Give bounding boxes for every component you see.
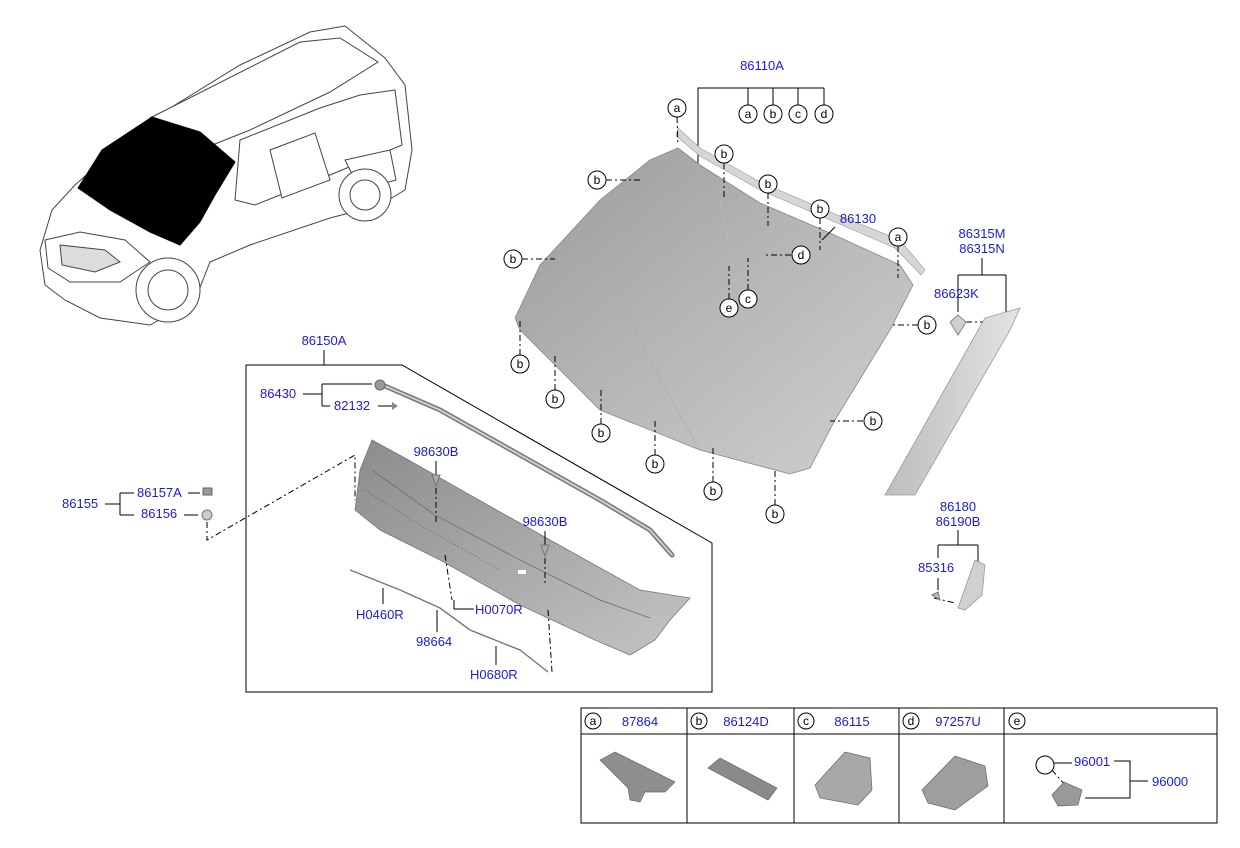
- assy-letter-a: a: [738, 104, 758, 124]
- svg-text:b: b: [594, 173, 601, 187]
- svg-text:b: b: [765, 177, 772, 191]
- svg-text:d: d: [908, 714, 915, 728]
- callout-lower-trim-1[interactable]: 86180: [940, 499, 976, 514]
- callout-washer-hose-3[interactable]: 98664: [416, 634, 452, 649]
- legend-part-a[interactable]: 87864: [622, 714, 658, 729]
- svg-text:a: a: [590, 714, 597, 728]
- svg-text:b: b: [552, 392, 559, 406]
- svg-text:b: b: [770, 107, 777, 121]
- windshield-glass: [514, 127, 926, 475]
- callout-bracket-bolt[interactable]: 86157A: [137, 485, 182, 500]
- legend-col-e: e 96001 96000: [1008, 712, 1188, 807]
- svg-text:b: b: [517, 357, 524, 371]
- svg-text:b: b: [598, 426, 605, 440]
- bracket-nut-part: [201, 509, 213, 521]
- legend-col-b: b 86124D: [690, 712, 778, 801]
- svg-text:e: e: [726, 301, 733, 315]
- svg-text:c: c: [803, 714, 809, 728]
- callout-cowl-seal[interactable]: 86430: [260, 386, 296, 401]
- callout-lower-clip[interactable]: 85316: [918, 560, 954, 575]
- legend-part-b-image: [707, 757, 778, 801]
- callout-washer-hose-1[interactable]: H0460R: [356, 607, 404, 622]
- glass-letters: a b b b a b b b b b b b b b b d c: [503, 98, 937, 524]
- callout-side-trim-1[interactable]: 86315M: [959, 226, 1006, 241]
- legend-col-a: a 87864: [584, 712, 676, 803]
- legend-part-d[interactable]: 97257U: [935, 714, 981, 729]
- svg-text:b: b: [696, 714, 703, 728]
- callout-cowl-assy[interactable]: 86150A: [302, 333, 347, 348]
- side-trim-part: [884, 307, 1021, 496]
- callout-side-trim-2[interactable]: 86315N: [959, 241, 1005, 256]
- svg-text:c: c: [745, 292, 751, 306]
- assy-letter-d: d: [814, 104, 834, 124]
- assy-letter-b: b: [763, 104, 783, 124]
- callout-washer-hose-4[interactable]: H0680R: [470, 667, 518, 682]
- svg-text:d: d: [798, 248, 805, 262]
- lower-trim-part: [957, 559, 986, 611]
- callout-washer-hose-2[interactable]: H0070R: [475, 602, 523, 617]
- svg-text:a: a: [674, 101, 681, 115]
- svg-text:c: c: [795, 107, 801, 121]
- cowl-cover-part: [354, 439, 691, 656]
- legend-part-c[interactable]: 86115: [834, 714, 869, 729]
- side-clip: [949, 314, 985, 336]
- legend-sub-part-e[interactable]: 96001: [1074, 754, 1110, 769]
- cowl-group-box: [245, 364, 713, 693]
- legend-col-d: d 97257U: [902, 712, 989, 811]
- legend-part-b[interactable]: 86124D: [723, 714, 769, 729]
- legend-part-a-image: [599, 751, 676, 803]
- svg-text:b: b: [924, 318, 931, 332]
- callout-cowl-cover-clip-1[interactable]: 98630B: [414, 444, 459, 459]
- svg-text:b: b: [870, 414, 877, 428]
- svg-text:b: b: [710, 484, 717, 498]
- svg-text:b: b: [510, 252, 517, 266]
- callout-cowl-bracket[interactable]: 86155: [62, 496, 98, 511]
- legend-assy-part-e[interactable]: 96000: [1152, 774, 1188, 789]
- callout-windshield-assy[interactable]: 86110A: [740, 58, 784, 73]
- legend-col-c: c 86115: [797, 712, 873, 806]
- washer-hose: [349, 569, 549, 673]
- callout-lower-trim-2[interactable]: 86190B: [936, 514, 981, 529]
- svg-text:e: e: [1014, 714, 1021, 728]
- svg-text:a: a: [895, 230, 902, 244]
- svg-text:b: b: [652, 457, 659, 471]
- assy-letter-c: c: [788, 104, 808, 124]
- legend-part-e-ring: [1035, 755, 1055, 775]
- callout-cowl-seal-clip[interactable]: 82132: [334, 398, 370, 413]
- svg-text:b: b: [721, 147, 728, 161]
- legend-table: [580, 707, 1218, 824]
- lower-clip-part: [930, 591, 941, 602]
- legend-part-c-image: [814, 751, 873, 806]
- callout-side-clip[interactable]: 86623K: [934, 286, 979, 301]
- callout-windshield-glass[interactable]: 86130: [840, 211, 876, 226]
- svg-text:b: b: [772, 507, 779, 521]
- legend-part-e-image: [1051, 781, 1083, 807]
- vehicle-illustration: [39, 25, 413, 326]
- svg-text:d: d: [821, 107, 828, 121]
- svg-text:a: a: [745, 107, 752, 121]
- svg-text:b: b: [817, 202, 824, 216]
- legend-part-d-image: [921, 755, 989, 811]
- callout-bracket-nut[interactable]: 86156: [141, 506, 177, 521]
- bracket-bolt-part: [202, 487, 213, 496]
- callout-cowl-cover-clip-2[interactable]: 98630B: [523, 514, 568, 529]
